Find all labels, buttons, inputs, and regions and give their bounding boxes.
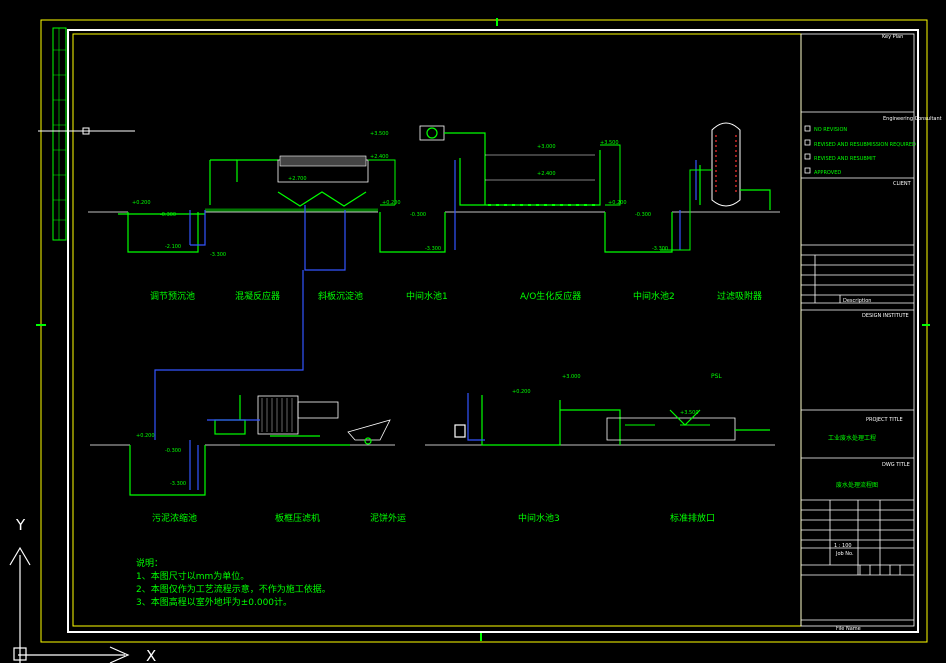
elevation-mark: -3.300 bbox=[170, 481, 186, 487]
status-item-2: REVISED AND RESUBMISSION REQUIRED bbox=[814, 142, 916, 148]
unit-label: 中间水池2 bbox=[633, 290, 675, 302]
elevation-mark: -2.100 bbox=[165, 244, 181, 250]
unit-label: 泥饼外运 bbox=[370, 512, 406, 524]
unit-label: A/O生化反应器 bbox=[520, 290, 581, 302]
elevation-mark: -3.300 bbox=[210, 252, 226, 258]
drawing-name: 废水处理流程图 bbox=[836, 481, 878, 489]
elevation-mark: +3.500 bbox=[680, 410, 699, 416]
elevation-mark: +3.000 bbox=[562, 374, 581, 380]
unit-label: 调节预沉池 bbox=[150, 290, 195, 302]
elevation-mark: +3.500 bbox=[600, 140, 619, 146]
elevation-mark: +0.200 bbox=[608, 200, 627, 206]
piping-blue bbox=[154, 160, 697, 440]
elevation-mark: +0.200 bbox=[132, 200, 151, 206]
elevation-mark: +0.200 bbox=[512, 389, 531, 395]
left-strip bbox=[52, 27, 67, 241]
status-item-3: REVISED AND RESUBMIT bbox=[814, 156, 877, 162]
ucs-icon bbox=[9, 546, 130, 663]
dwg-title-label: DWG TITLE bbox=[882, 462, 910, 468]
design-institute-label: DESIGN INSTITUTE bbox=[862, 313, 909, 319]
unit-label: 中间水池3 bbox=[518, 512, 560, 524]
process-bottom-row bbox=[90, 395, 775, 496]
description-label: Description bbox=[843, 298, 871, 304]
scale-value: 1 : 100 bbox=[834, 543, 852, 549]
unit-label: 板框压滤机 bbox=[275, 512, 320, 524]
psl-label: PSL bbox=[711, 373, 722, 380]
elevation-mark: -0.300 bbox=[160, 212, 176, 218]
title-block bbox=[800, 33, 915, 627]
unit-label: 过滤吸附器 bbox=[717, 290, 762, 302]
notes-heading: 说明： bbox=[136, 557, 163, 569]
elevation-mark: -0.300 bbox=[635, 212, 651, 218]
elevation-mark: -3.300 bbox=[652, 246, 668, 252]
elevation-mark: +3.000 bbox=[537, 144, 556, 150]
elevation-mark: +2.700 bbox=[288, 176, 307, 182]
unit-label: 斜板沉淀池 bbox=[318, 290, 363, 302]
note-item: 3、本图高程以室外地坪为±0.000计。 bbox=[136, 596, 292, 608]
project-name: 工业废水处理工程 bbox=[828, 434, 876, 442]
elevation-mark: +3.500 bbox=[370, 131, 389, 137]
ucs-y-label: Y bbox=[15, 516, 26, 534]
note-item: 2、本图仅作为工艺流程示意，不作为施工依据。 bbox=[136, 583, 331, 595]
file-name-label: File Name bbox=[836, 626, 861, 632]
elevation-mark: +0.200 bbox=[382, 200, 401, 206]
inclined-plate-pack bbox=[279, 155, 367, 167]
elevation-mark: -0.300 bbox=[410, 212, 426, 218]
elevation-mark: -3.300 bbox=[425, 246, 441, 252]
engineering-consultant-label: Engineering Consultant bbox=[883, 116, 942, 122]
unit-label: 混凝反应器 bbox=[235, 290, 280, 302]
elevation-mark: -0.300 bbox=[165, 448, 181, 454]
note-item: 1、本图尺寸以mm为单位。 bbox=[136, 570, 249, 582]
client-label: CLIENT bbox=[893, 181, 912, 187]
job-no-label: Job No. bbox=[835, 551, 854, 557]
elevation-mark: +0.200 bbox=[136, 433, 155, 439]
sludge-cart bbox=[347, 419, 391, 441]
project-title-label: PROJECT TITLE bbox=[866, 417, 903, 423]
ucs-x-label: X bbox=[146, 647, 156, 663]
process-top-row bbox=[88, 122, 780, 253]
elevation-mark: +2.400 bbox=[537, 171, 556, 177]
centre-marks bbox=[36, 18, 930, 641]
inner-frame bbox=[67, 29, 919, 633]
status-item-4: APPROVED bbox=[814, 170, 841, 176]
elevation-mark: +2.400 bbox=[370, 154, 389, 160]
outer-frame bbox=[40, 19, 928, 643]
unit-label: 污泥浓缩池 bbox=[152, 512, 197, 524]
key-plan-label: Key Plan bbox=[882, 34, 903, 40]
drawing-border bbox=[72, 33, 802, 627]
status-item-1: NO REVISION bbox=[814, 127, 847, 133]
unit-label: 标准排放口 bbox=[670, 512, 715, 524]
unit-label: 中间水池1 bbox=[406, 290, 448, 302]
